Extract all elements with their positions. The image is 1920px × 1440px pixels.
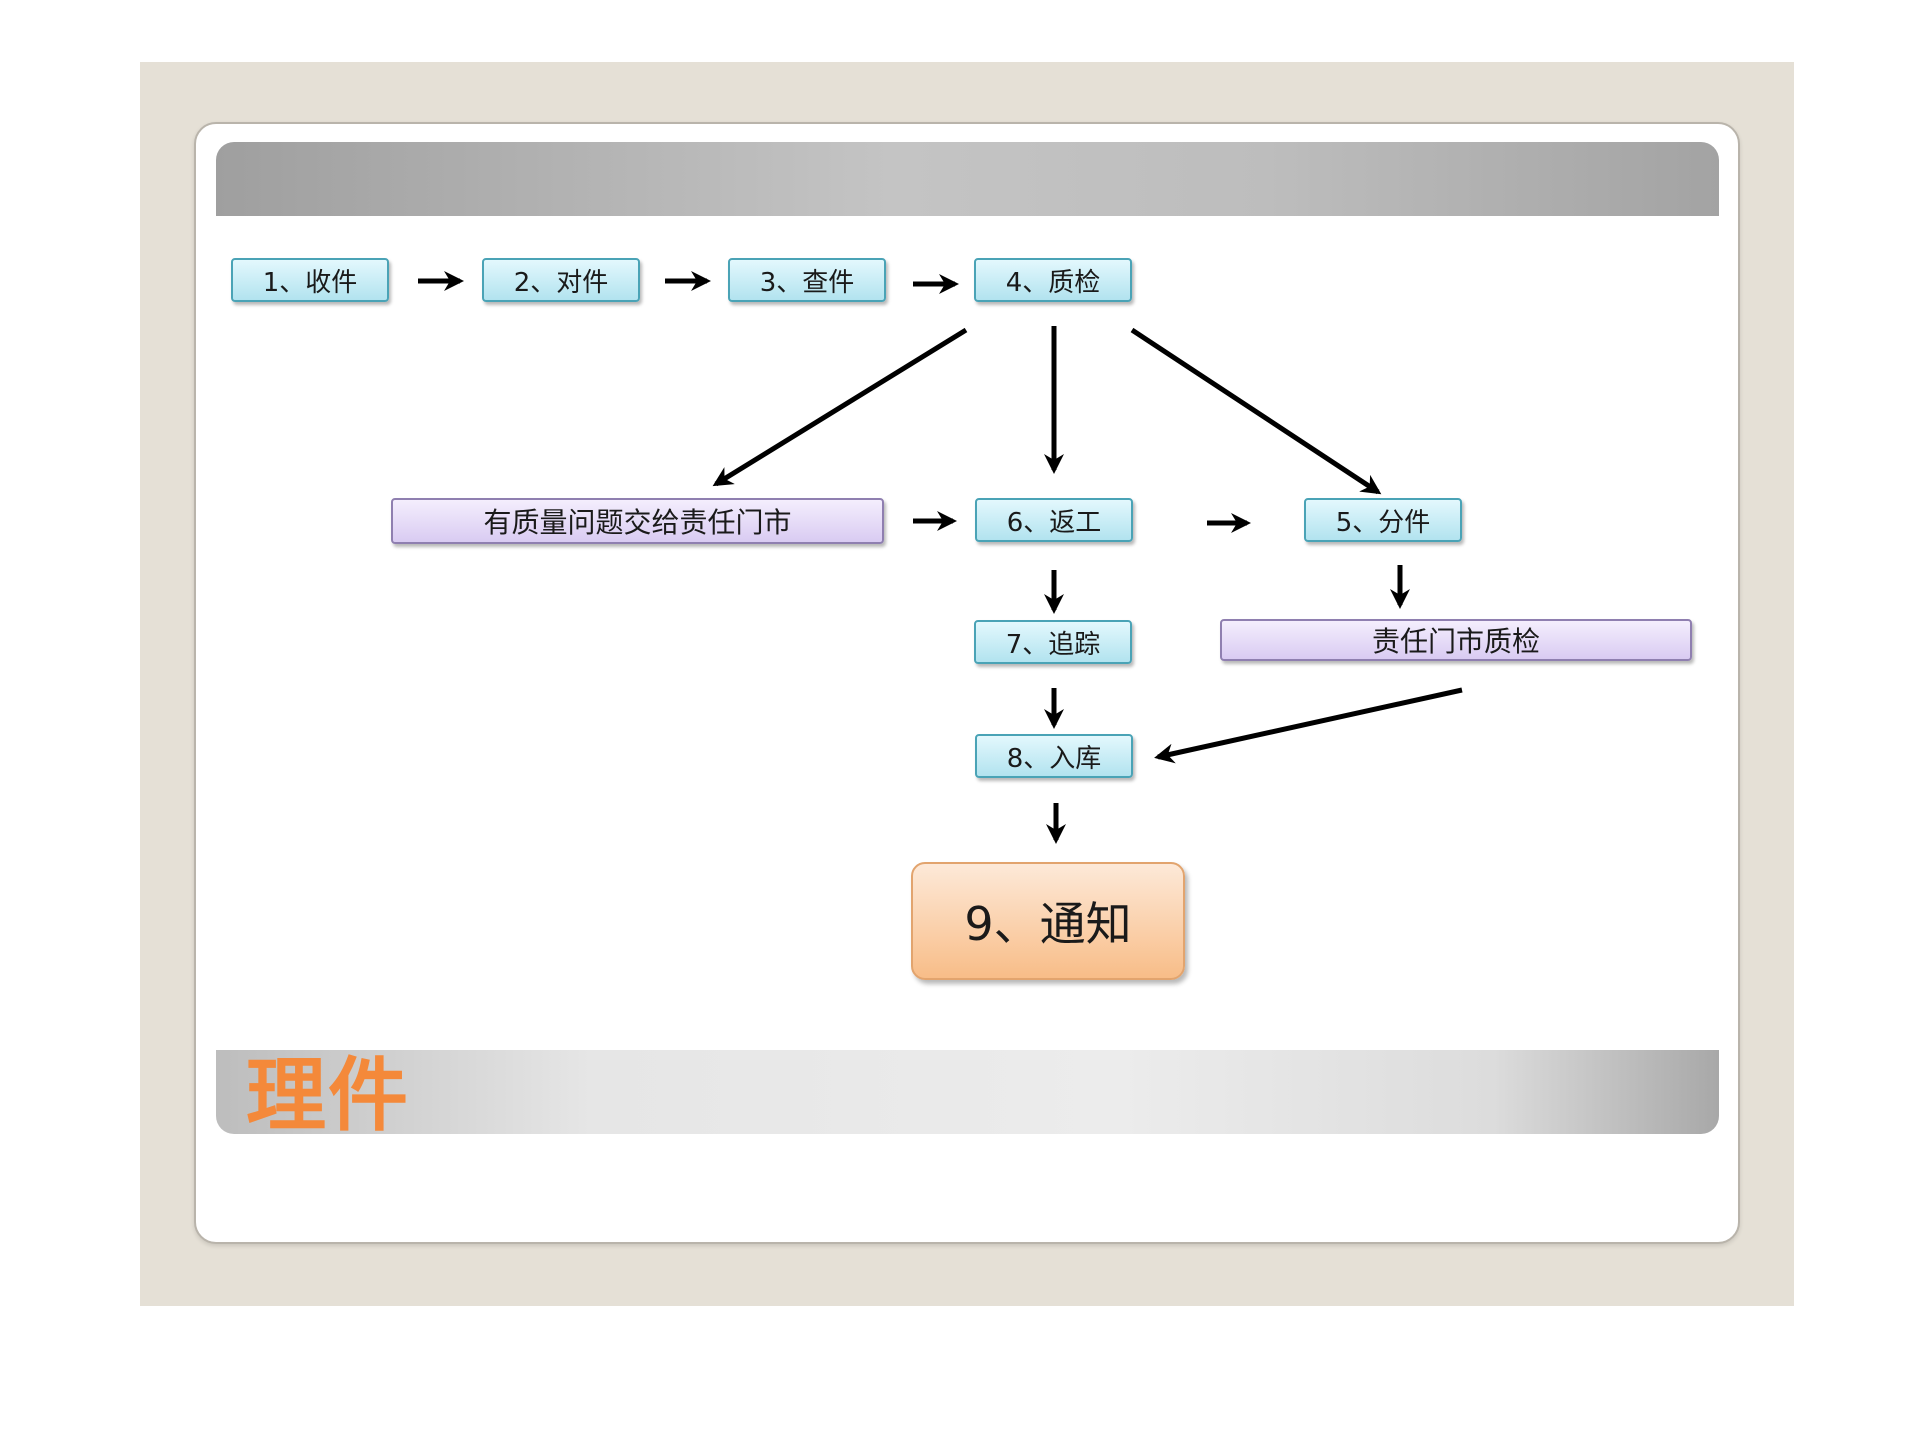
node-quality-issue: 有质量问题交给责任门市 bbox=[391, 498, 884, 544]
node-match: 2、对件 bbox=[482, 258, 640, 302]
node-track: 7、追踪 bbox=[974, 620, 1132, 664]
slide-title: 理件 bbox=[246, 1049, 410, 1142]
arrow-inspect-split bbox=[1130, 327, 1382, 495]
node-store-inspect: 责任门市质检 bbox=[1220, 619, 1692, 661]
title-band bbox=[216, 1050, 1719, 1134]
node-notify: 9、通知 bbox=[911, 862, 1185, 980]
node-rework: 6、返工 bbox=[975, 498, 1133, 542]
arrow-storeinspect-warehouse bbox=[1154, 687, 1463, 764]
header-band bbox=[216, 142, 1719, 216]
node-split: 5、分件 bbox=[1304, 498, 1462, 542]
node-warehouse: 8、入库 bbox=[975, 734, 1133, 778]
node-receive: 1、收件 bbox=[231, 258, 389, 302]
node-check: 3、查件 bbox=[728, 258, 886, 302]
arrow-inspect-issue bbox=[712, 327, 968, 487]
node-inspect: 4、质检 bbox=[974, 258, 1132, 302]
